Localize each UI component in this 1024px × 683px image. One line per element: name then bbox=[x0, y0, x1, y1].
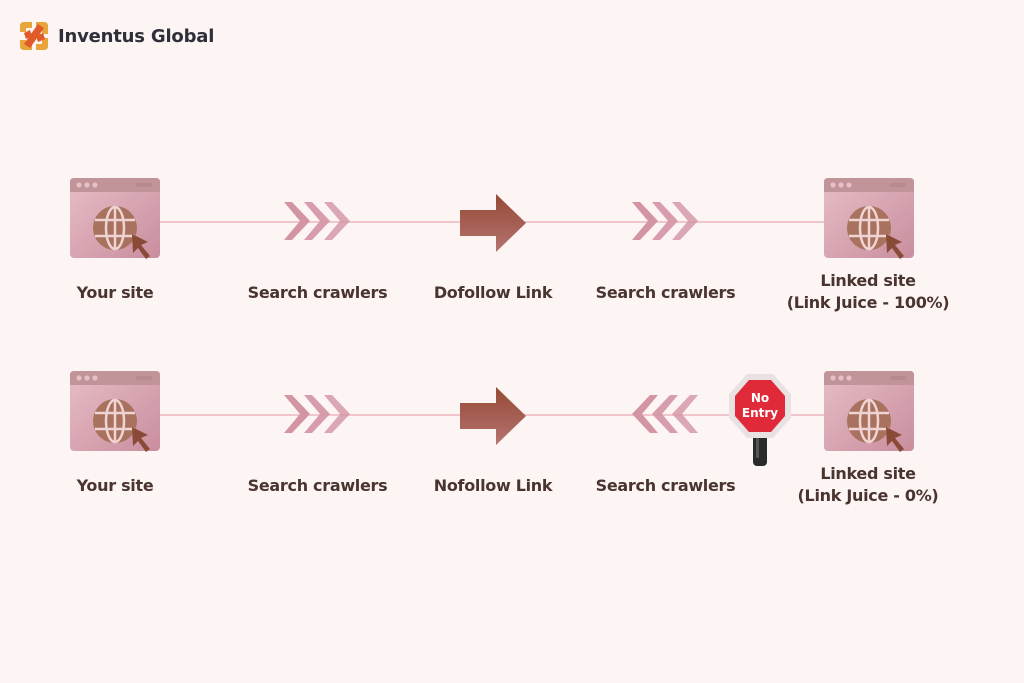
link-arrow-icon bbox=[460, 194, 526, 252]
your-site-label: Your site bbox=[76, 283, 154, 302]
crawler-chevrons-right-icon bbox=[632, 202, 698, 240]
inventus-logo-icon bbox=[20, 22, 48, 50]
search-crawlers-label: Search crawlers bbox=[247, 476, 388, 495]
your-site-browser-icon bbox=[70, 178, 160, 259]
linked-site-title: Linked site bbox=[820, 271, 916, 290]
stop-sign-line2: Entry bbox=[742, 406, 778, 420]
search-crawlers-label: Search crawlers bbox=[247, 283, 388, 302]
brand-name: Inventus Global bbox=[58, 25, 215, 47]
search-crawlers-label: Search crawlers bbox=[595, 283, 736, 302]
brand-logo: Inventus Global bbox=[16, 18, 214, 54]
nofollow-flow-row: No Entry Your site Search crawlers Nofol… bbox=[0, 369, 1024, 509]
dofollow-flow-row: Your site Search crawlers Dofollow Link … bbox=[0, 176, 1024, 316]
crawler-chevrons-left-icon bbox=[632, 395, 698, 433]
linked-site-browser-icon bbox=[824, 178, 914, 259]
link-type-label: Nofollow Link bbox=[433, 476, 553, 495]
your-site-label: Your site bbox=[76, 476, 154, 495]
link-type-label: Dofollow Link bbox=[433, 283, 553, 302]
your-site-browser-icon bbox=[70, 371, 160, 452]
crawler-chevrons-right-icon bbox=[284, 395, 350, 433]
link-arrow-icon bbox=[460, 387, 526, 445]
linked-site-title: Linked site bbox=[820, 464, 916, 483]
crawler-chevrons-right-icon bbox=[284, 202, 350, 240]
link-juice-value: (Link Juice - 0%) bbox=[797, 486, 939, 505]
link-juice-value: (Link Juice - 100%) bbox=[786, 293, 950, 312]
linked-site-browser-icon bbox=[824, 371, 914, 452]
search-crawlers-label: Search crawlers bbox=[595, 476, 736, 495]
stop-sign-line1: No bbox=[751, 391, 769, 405]
no-entry-stop-sign-icon: No Entry bbox=[729, 374, 791, 466]
linked-site-label: Linked site (Link Juice - 100%) bbox=[770, 270, 966, 314]
linked-site-label: Linked site (Link Juice - 0%) bbox=[770, 463, 966, 507]
